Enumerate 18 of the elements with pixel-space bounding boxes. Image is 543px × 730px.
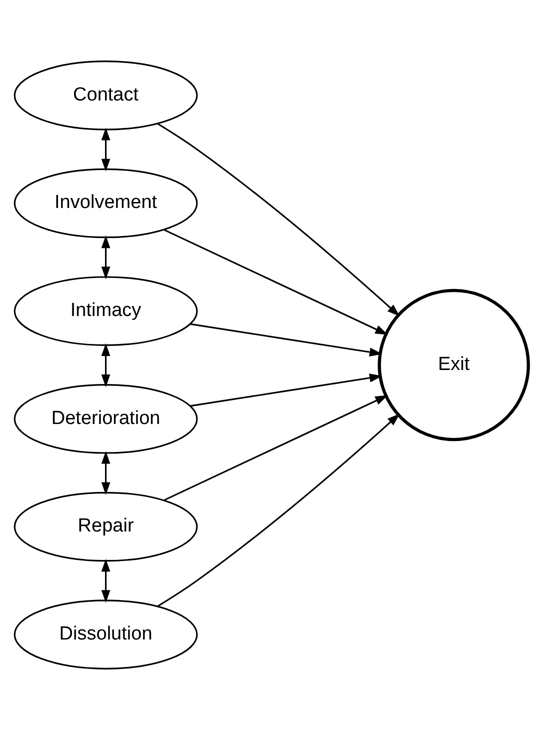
arrow [101, 128, 110, 172]
node-circle: Exit [378, 288, 530, 442]
arrow [157, 414, 400, 607]
node-ellipse: Dissolution [14, 600, 198, 670]
arrow [157, 123, 400, 316]
arrow [190, 374, 382, 407]
arrow [190, 323, 382, 356]
node-ellipse: Intimacy [14, 276, 198, 346]
arrow [101, 235, 110, 280]
arrow [101, 558, 110, 603]
node-ellipse: Repair [14, 492, 198, 562]
arrow [101, 343, 110, 388]
arrow [101, 451, 110, 496]
arrow [164, 395, 388, 501]
node-ellipse: Deterioration [14, 384, 198, 454]
node-ellipse: Involvement [14, 168, 198, 238]
node-ellipse: Contact [14, 60, 198, 130]
arrow [164, 229, 388, 335]
